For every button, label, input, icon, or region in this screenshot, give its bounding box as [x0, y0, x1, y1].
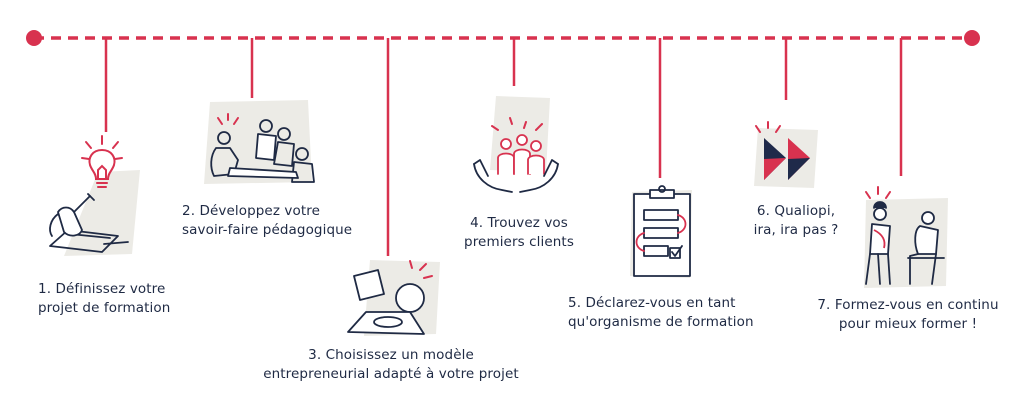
step-2-label: 2. Développez votre savoir-faire pédagog…	[182, 203, 353, 238]
hands-people-icon	[473, 96, 559, 193]
step-5-label: 5. Déclarez-vous en tant qu'organisme de…	[568, 295, 754, 330]
timeline-end-dot	[964, 30, 980, 46]
step-7-label: 7. Formez-vous en continu pour mieux for…	[817, 297, 999, 332]
shapes-icon	[347, 260, 440, 336]
lightbulb-writing-icon	[49, 135, 140, 256]
step-4-label: 4. Trouvez vos premiers clients	[464, 215, 574, 250]
step-3-label: 3. Choisissez un modèle entrepreneurial …	[263, 347, 519, 382]
step-6-label: 6. Qualiopi, ira, ira pas ?	[753, 203, 839, 238]
timeline-start-dot	[26, 30, 42, 46]
team-meeting-icon	[204, 100, 315, 184]
qualiopi-logo-icon	[754, 121, 818, 188]
step-1-label: 1. Définissez votre projet de formation	[38, 281, 171, 316]
two-people-icon	[864, 186, 948, 288]
clipboard-icon	[630, 185, 692, 278]
